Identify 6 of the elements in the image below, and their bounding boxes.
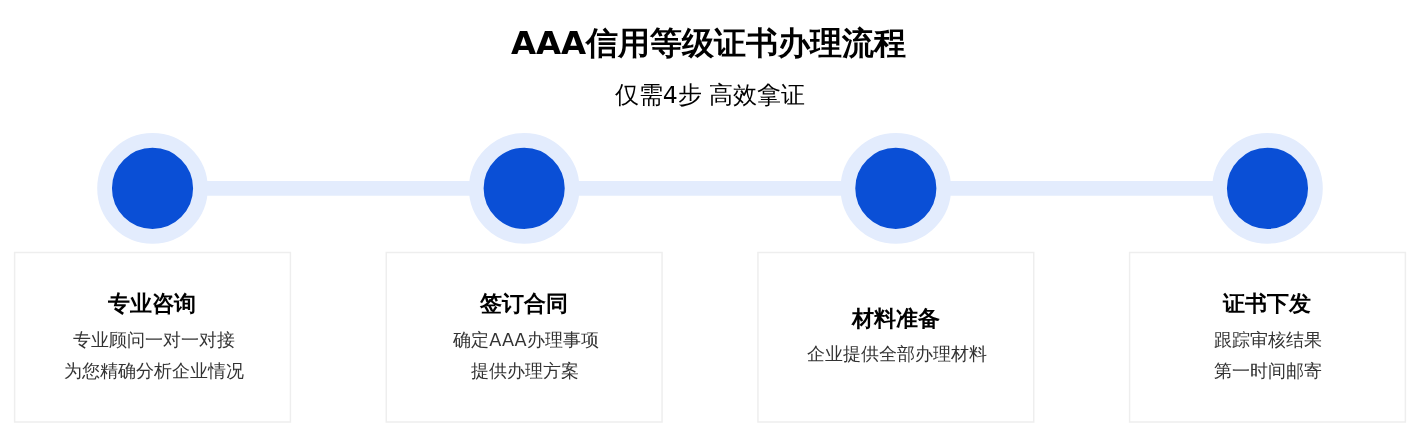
node-circle — [468, 133, 580, 244]
label: 仅需4步 高效拿证 — [614, 81, 806, 110]
diagram-title: AAA信用等级证书办理流程 — [510, 24, 907, 63]
node-circle — [97, 133, 208, 244]
node-circle — [1212, 133, 1323, 244]
node-circle — [840, 133, 952, 244]
